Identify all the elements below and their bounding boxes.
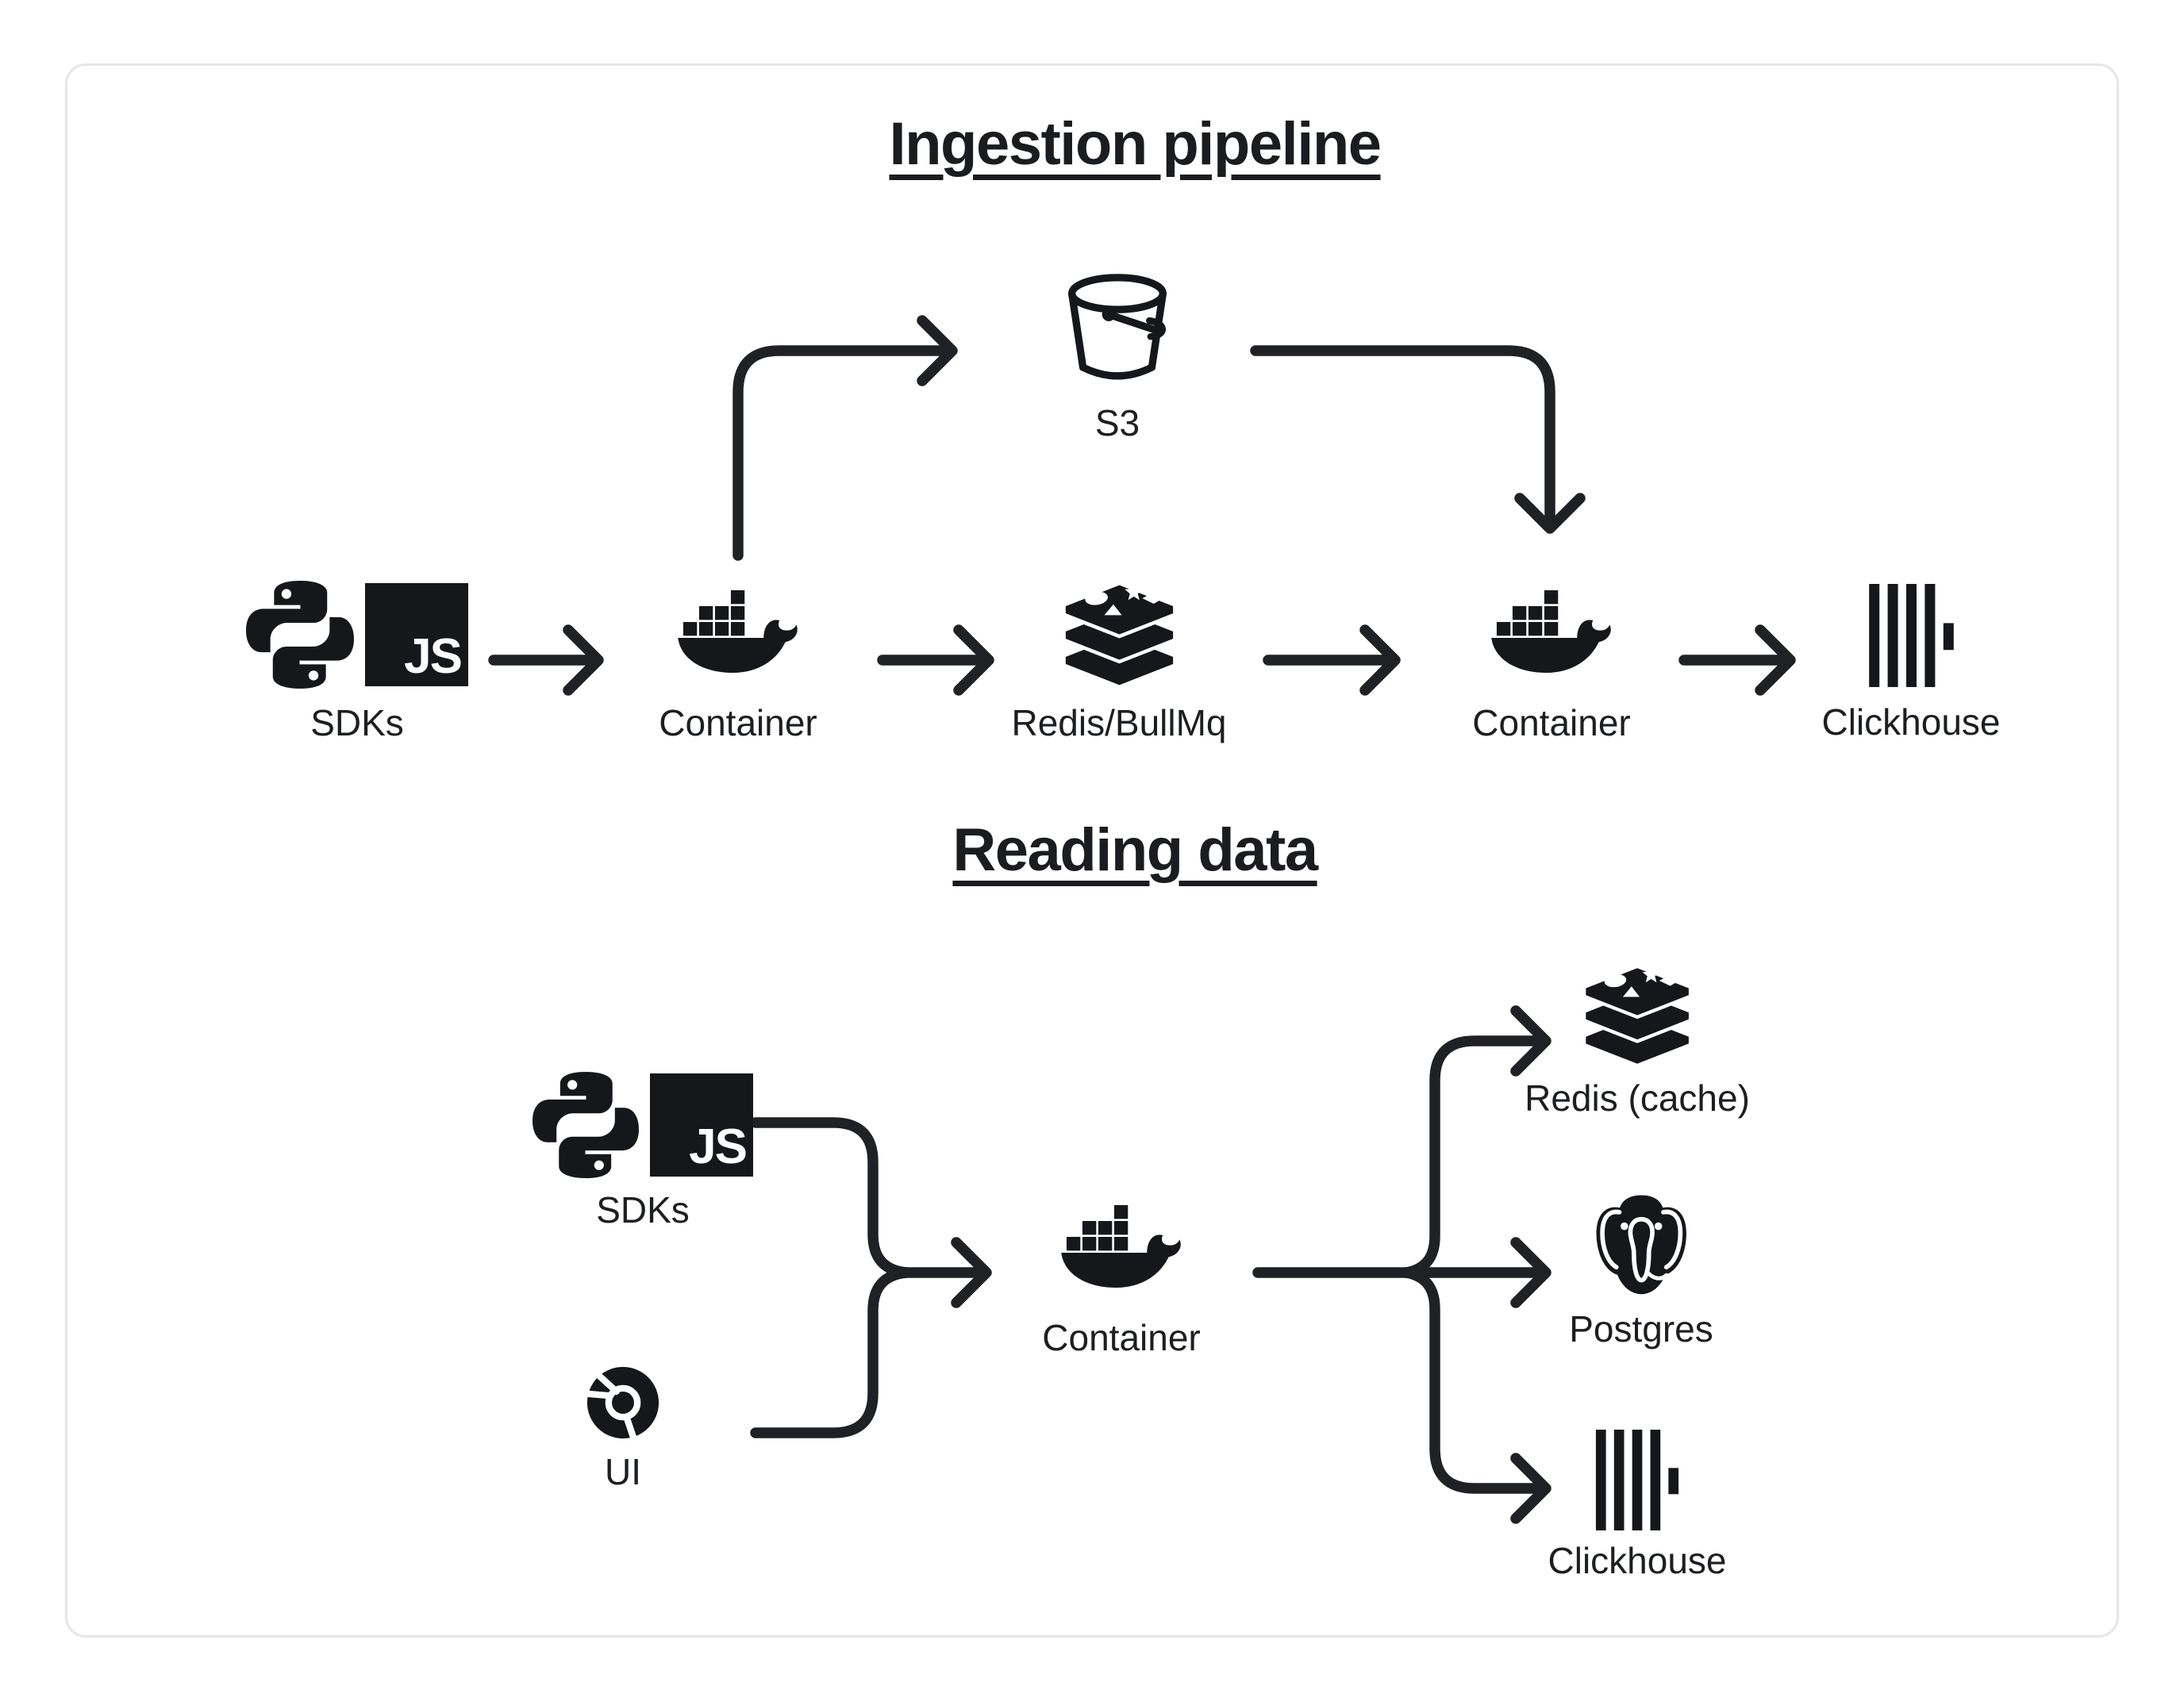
node-label: UI: [605, 1451, 641, 1492]
node-label: Postgres: [1569, 1308, 1713, 1350]
redis-icon: [1579, 964, 1695, 1068]
node-postgres: Postgres: [1569, 1190, 1713, 1350]
clickhouse-icon: [1595, 1429, 1679, 1530]
js-icon-text: JS: [689, 1119, 748, 1174]
node-label: Clickhouse: [1821, 701, 2001, 743]
node-s3: S3: [1056, 267, 1179, 444]
node-label: Container: [1472, 702, 1631, 743]
node-container-reading: Container: [1042, 1191, 1201, 1359]
node-sdks-ingestion: JS SDKs: [246, 576, 468, 744]
docker-icon: [1060, 1205, 1181, 1288]
node-clickhouse-reading: Clickhouse: [1548, 1428, 1727, 1582]
node-label: Container: [1042, 1317, 1201, 1358]
node-redis-cache: Redis (cache): [1525, 962, 1750, 1119]
python-icon: [533, 1072, 639, 1178]
python-icon: [246, 581, 354, 689]
docker-icon: [1490, 590, 1611, 673]
node-label: SDKs: [596, 1189, 690, 1231]
s3-bucket-icon: [1056, 269, 1179, 392]
node-sdks-reading: JS SDKs: [533, 1069, 753, 1231]
js-icon-text: JS: [404, 629, 463, 684]
node-label: Clickhouse: [1548, 1540, 1727, 1581]
node-ui: UI: [584, 1363, 662, 1493]
ingestion-title: Ingestion pipeline: [889, 110, 1382, 178]
clickhouse-icon: [1868, 583, 1954, 687]
node-label: Redis (cache): [1525, 1077, 1750, 1119]
node-clickhouse-ingest: Clickhouse: [1822, 578, 2001, 743]
chrome-icon: [584, 1364, 662, 1442]
docker-icon: [677, 590, 798, 673]
diagram-card: [65, 63, 2119, 1638]
reading-title: Reading data: [952, 816, 1318, 884]
node-label: Container: [659, 702, 817, 743]
redis-icon: [1059, 581, 1179, 689]
node-label: S3: [1094, 402, 1140, 443]
node-container-ingest: Container: [659, 576, 817, 744]
node-label: SDKs: [310, 702, 404, 743]
node-container-worker: Container: [1472, 576, 1631, 744]
javascript-icon: JS: [650, 1073, 753, 1177]
node-redis-queue: Redis/BullMq: [1012, 576, 1227, 744]
node-label: Redis/BullMq: [1011, 702, 1227, 743]
postgres-icon: [1591, 1190, 1691, 1300]
javascript-icon: JS: [365, 583, 468, 686]
